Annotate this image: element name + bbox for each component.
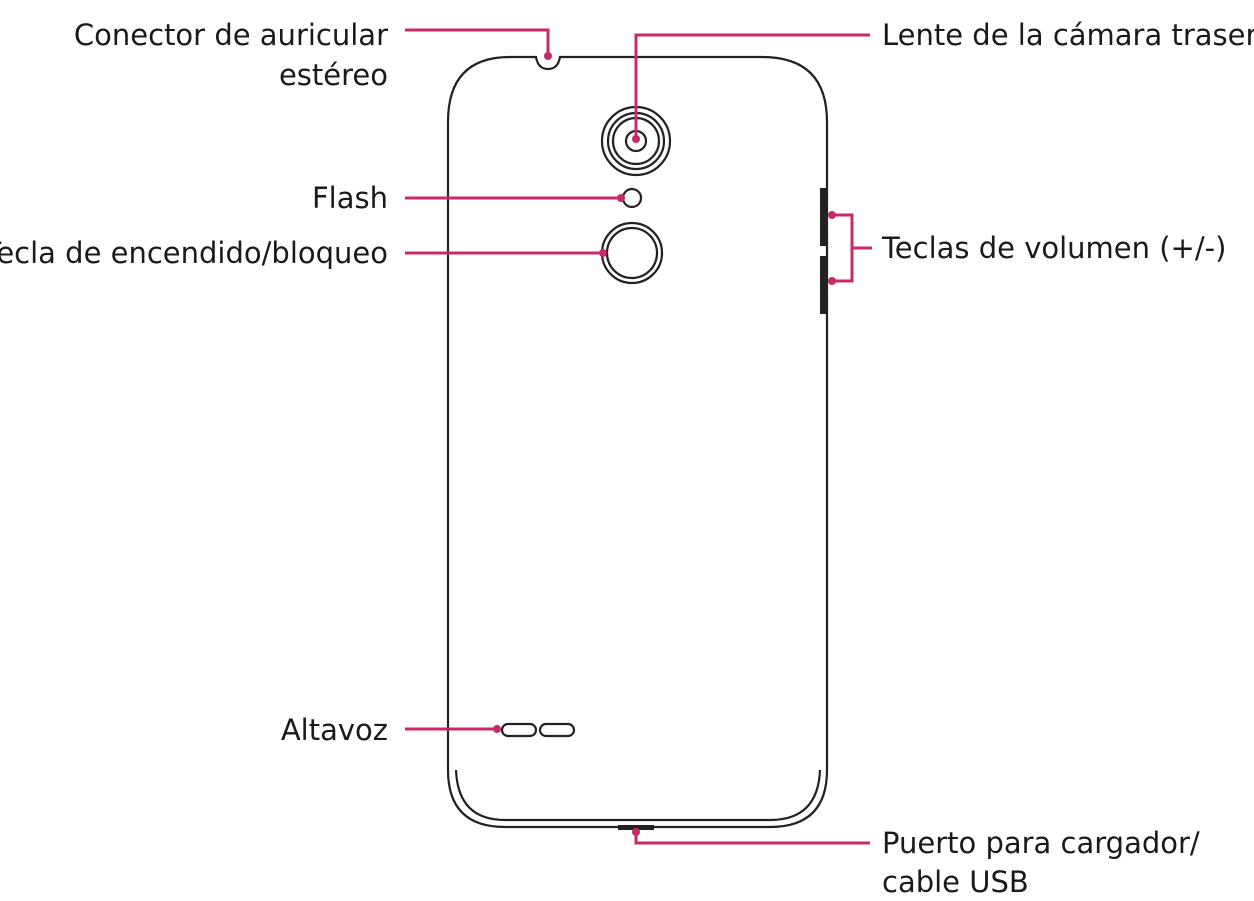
leader-rear-camera — [634, 33, 870, 138]
label-speaker: Altavoz — [281, 713, 388, 747]
usb-port-slot — [618, 825, 654, 830]
leader-dot-charger-port — [632, 828, 640, 836]
speaker-slot-left — [500, 722, 538, 738]
leader-dot-volume-up — [828, 211, 836, 219]
volume-up-button — [820, 188, 828, 246]
leader-lines — [405, 28, 872, 845]
power-lock-key — [600, 221, 664, 285]
label-headphone-jack-line2: estéreo — [279, 58, 388, 92]
phone-inner-edge — [454, 769, 822, 822]
label-rear-camera: Lente de la cámara trasera — [882, 18, 1254, 52]
leader-charger-port — [634, 833, 870, 845]
phone-body — [446, 55, 829, 830]
leader-dot-rear-camera — [632, 135, 640, 143]
leader-dot-headphone-jack — [544, 52, 552, 60]
speaker-slot-right — [538, 722, 576, 738]
speaker-grille — [500, 722, 576, 738]
label-headphone-jack-line1: Conector de auricular — [74, 18, 388, 52]
flash-icon — [621, 187, 643, 209]
leader-dot-power-key — [599, 249, 607, 257]
label-volume-keys: Teclas de volumen (+/-) — [881, 231, 1226, 265]
power-key-inner — [605, 226, 659, 280]
leader-dot-flash — [617, 194, 625, 202]
label-power-key: Tecla de encendido/bloqueo — [0, 236, 388, 270]
leader-dot-volume-down — [828, 277, 836, 285]
label-flash: Flash — [312, 181, 388, 215]
leader-volume-keys — [832, 213, 872, 283]
power-key-outer — [600, 221, 664, 285]
label-charger-port-line1: Puerto para cargador/ — [882, 826, 1200, 860]
leader-dot-speaker — [493, 725, 501, 733]
label-charger-port-line2: cable USB — [882, 865, 1029, 899]
labels: Conector de auricular estéreo Flash Tecl… — [0, 18, 1254, 899]
leader-headphone-jack — [405, 28, 550, 55]
phone-outline — [446, 55, 829, 829]
volume-down-button — [820, 256, 828, 314]
